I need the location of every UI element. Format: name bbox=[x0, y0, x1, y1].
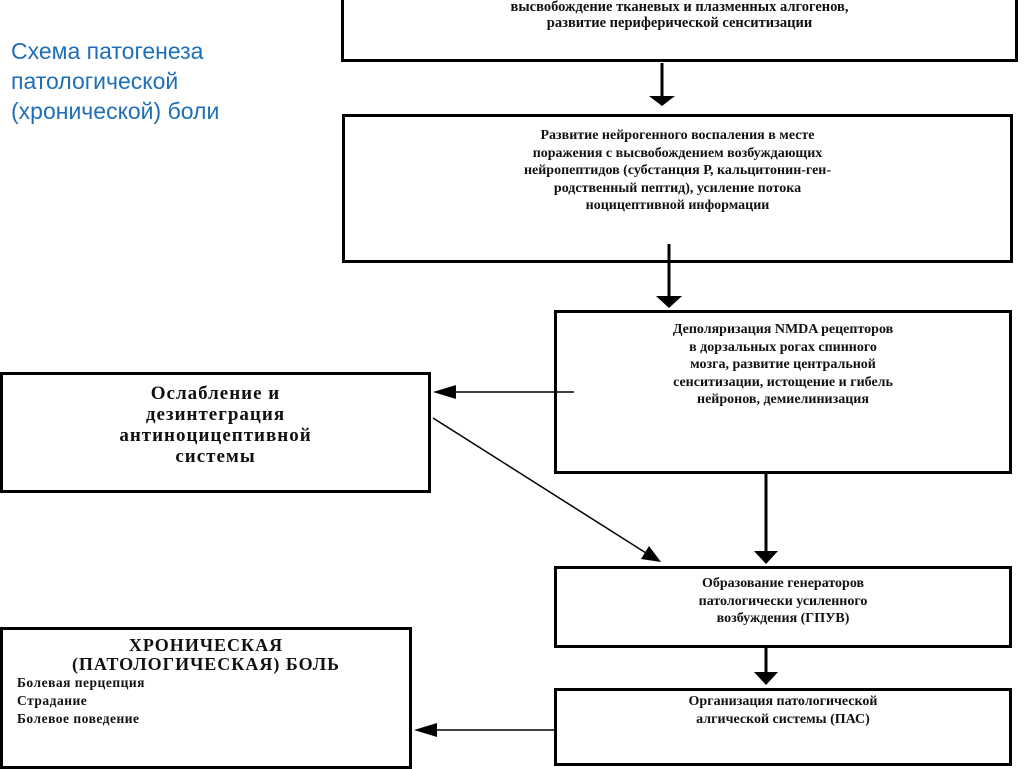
arrowhead bbox=[649, 96, 675, 106]
node-antinociceptive-weakening: Ослабление и дезинтеграция антиноцицепти… bbox=[0, 372, 431, 493]
list-item: Болевая перцепция bbox=[17, 675, 145, 690]
node-heading-line: ХРОНИЧЕСКАЯ bbox=[128, 635, 284, 655]
node-text-line: сенситизации, истощение и гибель bbox=[673, 374, 893, 390]
node-text-line: алгической системы (ПАС) bbox=[696, 711, 870, 727]
arrowhead bbox=[641, 546, 661, 562]
node-text-line: нейронов, демиелинизация bbox=[697, 392, 869, 407]
slide-title-line: (хронической) боли bbox=[11, 98, 220, 124]
arrowhead bbox=[754, 672, 778, 685]
node-algic-system: Организация патологической алгической си… bbox=[554, 688, 1012, 766]
node-algogen-release: высвобождение тканевых и плазменных алго… bbox=[341, 0, 1018, 62]
arrowhead bbox=[414, 723, 437, 737]
node-text-line: в дорзальных рогах спинного bbox=[689, 339, 877, 355]
node-text-line: родственный пептид), усиление потока bbox=[553, 180, 802, 196]
node-nmda-depolarization: Деполяризация NMDA рецепторов в дорзальн… bbox=[554, 310, 1012, 474]
node-text-line: ноцицептивной информации bbox=[585, 198, 770, 213]
slide-title-line: Схема патогенеза bbox=[11, 38, 204, 64]
node-text-line: патологически усиленного bbox=[698, 593, 868, 609]
arrowhead bbox=[656, 296, 682, 308]
node-text-line: мозга, развитие центральной bbox=[690, 357, 876, 372]
node-text-line: Образование генераторов bbox=[701, 576, 865, 591]
node-text-line: развитие периферической сенситизации bbox=[546, 15, 813, 31]
list-item: Болевое поведение bbox=[17, 711, 140, 726]
node-text-line: нейропептидов (субстанция Р, кальцитонин… bbox=[523, 163, 832, 178]
chronic-pain-items: Болевая перцепция Страдание Болевое пове… bbox=[3, 674, 409, 728]
slide-title: Схема патогенеза патологической (хрониче… bbox=[11, 36, 311, 126]
node-chronic-pain: ХРОНИЧЕСКАЯ (ПАТОЛОГИЧЕСКАЯ) БОЛЬ Болева… bbox=[0, 627, 412, 769]
node-text-line: Ослабление и bbox=[150, 383, 281, 404]
node-text-line: Развитие нейрогенного воспаления в месте bbox=[540, 128, 815, 143]
list-item: Страдание bbox=[17, 693, 88, 708]
node-text-line: поражения с высвобождением возбуждающих bbox=[532, 145, 823, 161]
slide-title-line: патологической bbox=[11, 68, 179, 94]
arrow-antinociceptive-to-generators bbox=[432, 417, 647, 554]
node-text-line: дезинтеграция bbox=[145, 404, 286, 425]
arrowhead bbox=[433, 385, 456, 399]
arrowhead bbox=[754, 551, 778, 564]
node-heading-line: (ПАТОЛОГИЧЕСКАЯ) БОЛЬ bbox=[71, 654, 341, 674]
node-text-line: Деполяризация NMDA рецепторов bbox=[672, 322, 894, 337]
node-text-line: высвобождение тканевых и плазменных алго… bbox=[510, 0, 849, 15]
node-neurogenic-inflammation: Развитие нейрогенного воспаления в месте… bbox=[342, 114, 1013, 263]
node-text-line: возбуждения (ГПУВ) bbox=[716, 611, 850, 626]
node-text-line: антиноцицептивной bbox=[119, 425, 312, 446]
node-text-line: Организация патологической bbox=[688, 694, 878, 709]
node-text-line: системы bbox=[175, 446, 256, 467]
node-generators: Образование генераторов патологически ус… bbox=[554, 566, 1012, 648]
